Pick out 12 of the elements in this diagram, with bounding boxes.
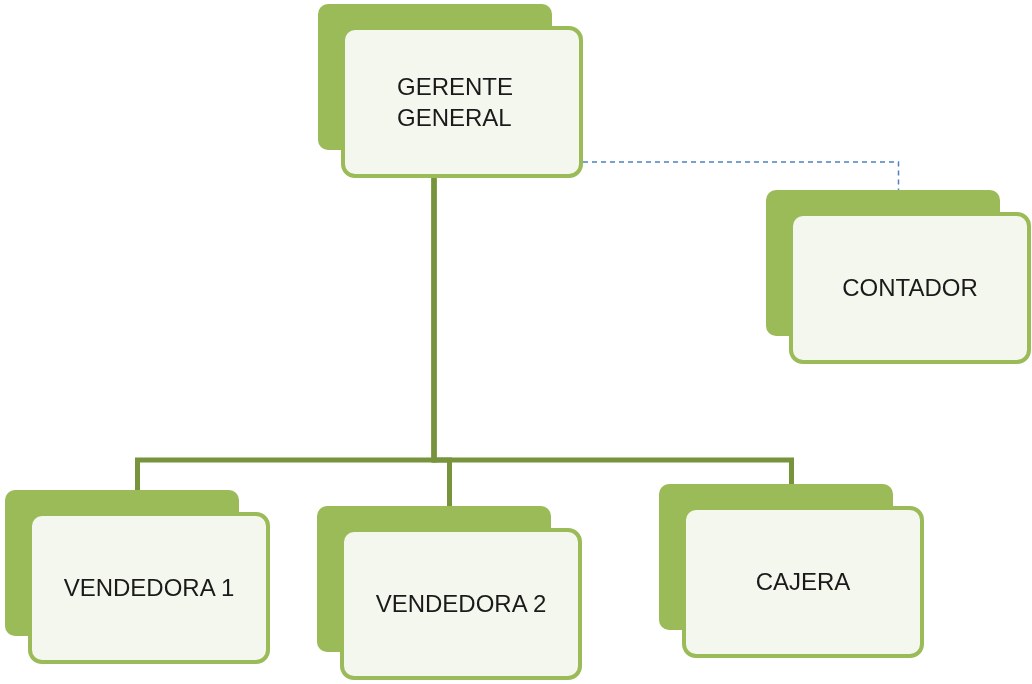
connector-line	[431, 178, 794, 484]
org-chart-box	[766, 190, 1031, 364]
org-chart-box	[5, 490, 270, 664]
position-title: VENDEDORA 2	[375, 589, 547, 620]
org-chart-box	[318, 4, 583, 178]
position-title: CONTADOR	[842, 273, 978, 304]
position-title: GERENTE GENERAL	[397, 71, 514, 133]
dashed-connector	[582, 161, 900, 191]
org-chart-box	[659, 484, 924, 658]
org-chart-box	[317, 506, 582, 680]
position-title: VENDEDORA 1	[63, 573, 235, 604]
position-title: CAJERA	[755, 567, 851, 598]
